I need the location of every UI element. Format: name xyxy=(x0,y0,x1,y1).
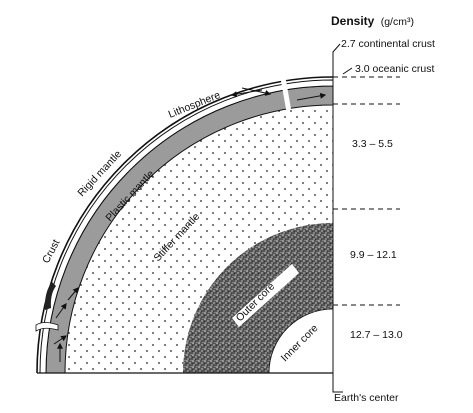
density-outer-core: 9.9 – 12.1 xyxy=(350,249,397,261)
convection-arrow xyxy=(67,287,79,301)
density-title: Density (g/cm³) xyxy=(331,14,414,28)
convection-arrow xyxy=(296,92,327,101)
density-mantle: 3.3 – 5.5 xyxy=(352,138,393,150)
continental-crust-bump xyxy=(44,282,56,310)
label-earths-center: Earth's center xyxy=(334,392,399,404)
convection-arrow xyxy=(53,335,67,345)
plate-gap-left xyxy=(35,322,59,332)
leader-oceanic xyxy=(342,67,353,75)
convection-arrow xyxy=(55,303,67,319)
outer-core-label-strip xyxy=(232,264,299,327)
density-inner-core: 12.7 – 13.0 xyxy=(350,329,403,341)
leader-center xyxy=(332,373,343,393)
density-oceanic-crust: 3.0 oceanic crust xyxy=(355,63,434,75)
inner-core-region xyxy=(269,309,333,373)
leader-continental xyxy=(332,43,341,77)
convection-arrow xyxy=(241,87,272,96)
plate-gap-top xyxy=(280,75,292,111)
crust-outline xyxy=(36,76,334,374)
density-continental-crust: 2.7 continental crust xyxy=(341,38,435,50)
